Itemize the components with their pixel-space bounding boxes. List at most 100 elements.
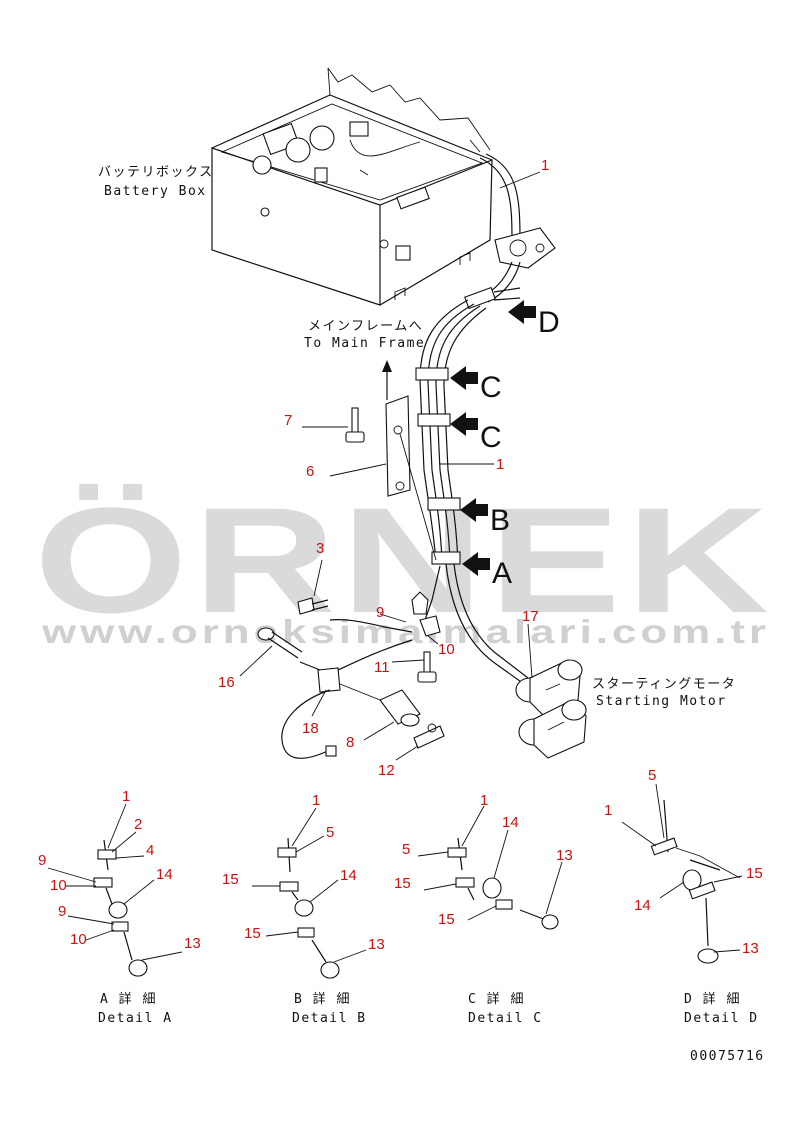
callout-12: 12 <box>378 762 395 779</box>
detail-a-callouts: 1 2 4 9 10 14 9 10 13 <box>38 788 201 952</box>
detail-c-callout-15-top: 15 <box>394 875 411 892</box>
detail-b: 1 5 15 14 15 13 B 詳 細 Detail B <box>222 792 385 1026</box>
detail-b-callouts: 1 5 15 14 15 13 <box>222 792 385 953</box>
main-frame-label-jp: メインフレームへ <box>308 319 423 334</box>
starting-motor-label-jp: スターティングモータ <box>592 677 736 692</box>
detail-d-parts <box>650 799 741 964</box>
detail-a-callout-1: 1 <box>122 788 130 805</box>
detail-b-title-jp: B 詳 細 <box>294 991 351 1007</box>
detail-c-callout-15-bottom: 15 <box>438 911 455 928</box>
callout-11: 11 <box>374 659 390 676</box>
view-arrow-b: B <box>460 498 510 537</box>
starting-motor-label-en: Starting Motor <box>596 694 727 709</box>
detail-a-title-en: Detail A <box>98 1011 173 1026</box>
detail-d-callout-14: 14 <box>634 897 651 914</box>
detail-a-parts <box>93 839 148 977</box>
callout-1-top: 1 <box>541 157 549 174</box>
view-letter-a: A <box>492 557 512 590</box>
detail-d-callouts: 5 1 15 14 13 <box>604 767 763 957</box>
callout-16: 16 <box>218 674 235 691</box>
detail-b-callout-14: 14 <box>340 867 357 884</box>
view-arrow-d: D <box>508 300 560 339</box>
detail-d-leaders <box>621 783 743 953</box>
detail-c-title-jp: C 詳 細 <box>468 991 525 1007</box>
detail-b-callout-1: 1 <box>312 792 320 809</box>
detail-b-parts <box>277 837 340 979</box>
sleeve-8 <box>339 683 421 727</box>
detail-c-callout-1: 1 <box>480 792 488 809</box>
callout-1-mid: 1 <box>496 456 504 473</box>
view-letter-c1: C <box>480 371 502 404</box>
bracket-12 <box>413 723 445 749</box>
bolt-7 <box>345 407 365 443</box>
callout-7: 7 <box>284 412 292 429</box>
plate-6 <box>385 395 437 561</box>
detail-b-title-en: Detail B <box>292 1011 367 1026</box>
detail-c-callout-14: 14 <box>502 814 519 831</box>
view-letter-d: D <box>538 306 560 339</box>
clip-9-10 <box>411 591 441 637</box>
detail-a-callout-4: 4 <box>146 842 154 859</box>
detail-a-callout-13: 13 <box>184 935 201 952</box>
detail-c-leaders <box>417 805 563 921</box>
main-frame-arrow <box>382 360 392 400</box>
watermark: ÖRNEK www.orneksimalmalari.com.tr <box>34 476 774 650</box>
drawing-number: 00075716 <box>690 1049 765 1064</box>
detail-d-title-jp: D 詳 細 <box>684 991 741 1007</box>
bolt-16 <box>257 627 303 659</box>
detail-d-title-en: Detail D <box>684 1011 759 1026</box>
detail-b-callout-5: 5 <box>326 824 334 841</box>
view-arrow-a: A <box>462 552 512 590</box>
detail-a-title-jp: A 詳 細 <box>100 991 157 1007</box>
view-arrow-c2: C <box>450 412 502 454</box>
main-callouts: 1 1 7 6 3 9 10 11 16 17 18 8 12 <box>218 157 549 779</box>
detail-d-callout-1: 1 <box>604 802 612 819</box>
view-arrow-c1: C <box>450 366 502 404</box>
battery-box <box>211 67 493 306</box>
detail-a-callout-2: 2 <box>134 816 142 833</box>
detail-c-parts <box>447 837 559 930</box>
clamp-18 <box>281 619 413 759</box>
detail-a-callout-9-top: 9 <box>38 852 46 869</box>
bolt-3 <box>297 597 329 615</box>
detail-c-callout-5: 5 <box>402 841 410 858</box>
view-letter-c2: C <box>480 421 502 454</box>
view-arrows: D C C B A <box>450 300 560 590</box>
callout-9: 9 <box>376 604 384 621</box>
callout-17: 17 <box>522 608 539 625</box>
main-frame-label-en: To Main Frame <box>304 336 425 351</box>
detail-c-callout-13: 13 <box>556 847 573 864</box>
callout-8: 8 <box>346 734 354 751</box>
detail-a-callout-10-bottom: 10 <box>70 931 87 948</box>
detail-b-callout-15-bottom: 15 <box>244 925 261 942</box>
detail-c: 1 14 5 13 15 15 C 詳 細 Detail C <box>394 792 573 1026</box>
detail-d: 5 1 15 14 13 D 詳 細 Detail D <box>604 767 763 1026</box>
detail-c-callouts: 1 14 5 13 15 15 <box>394 792 573 928</box>
callout-18: 18 <box>302 720 319 737</box>
detail-a-callout-9-bottom: 9 <box>58 903 66 920</box>
detail-b-leaders <box>252 807 367 963</box>
watermark-brand: ÖRNEK <box>34 476 774 644</box>
detail-b-callout-13: 13 <box>368 936 385 953</box>
battery-box-label-en: Battery Box <box>104 184 207 199</box>
callout-6: 6 <box>306 463 314 480</box>
detail-d-callout-5: 5 <box>648 767 656 784</box>
detail-a-leaders <box>47 803 183 961</box>
cable-harness <box>415 153 556 685</box>
detail-a-callout-10-top: 10 <box>50 877 67 894</box>
detail-d-callout-15: 15 <box>746 865 763 882</box>
detail-a: 1 2 4 9 10 14 9 10 13 A 詳 細 Detail A <box>38 788 201 1026</box>
view-letter-b: B <box>490 504 510 537</box>
detail-c-title-en: Detail C <box>468 1011 543 1026</box>
bolt-11 <box>417 651 437 683</box>
main-callout-leaders <box>239 171 541 761</box>
detail-b-callout-15-top: 15 <box>222 871 239 888</box>
watermark-url: www.orneksimalmalari.com.tr <box>41 613 770 650</box>
callout-10: 10 <box>438 641 455 658</box>
starting-motor <box>515 659 587 759</box>
battery-box-label-jp: バッテリボックス <box>98 165 214 180</box>
detail-a-callout-14: 14 <box>156 866 173 883</box>
detail-d-callout-13: 13 <box>742 940 759 957</box>
callout-3: 3 <box>316 540 324 557</box>
